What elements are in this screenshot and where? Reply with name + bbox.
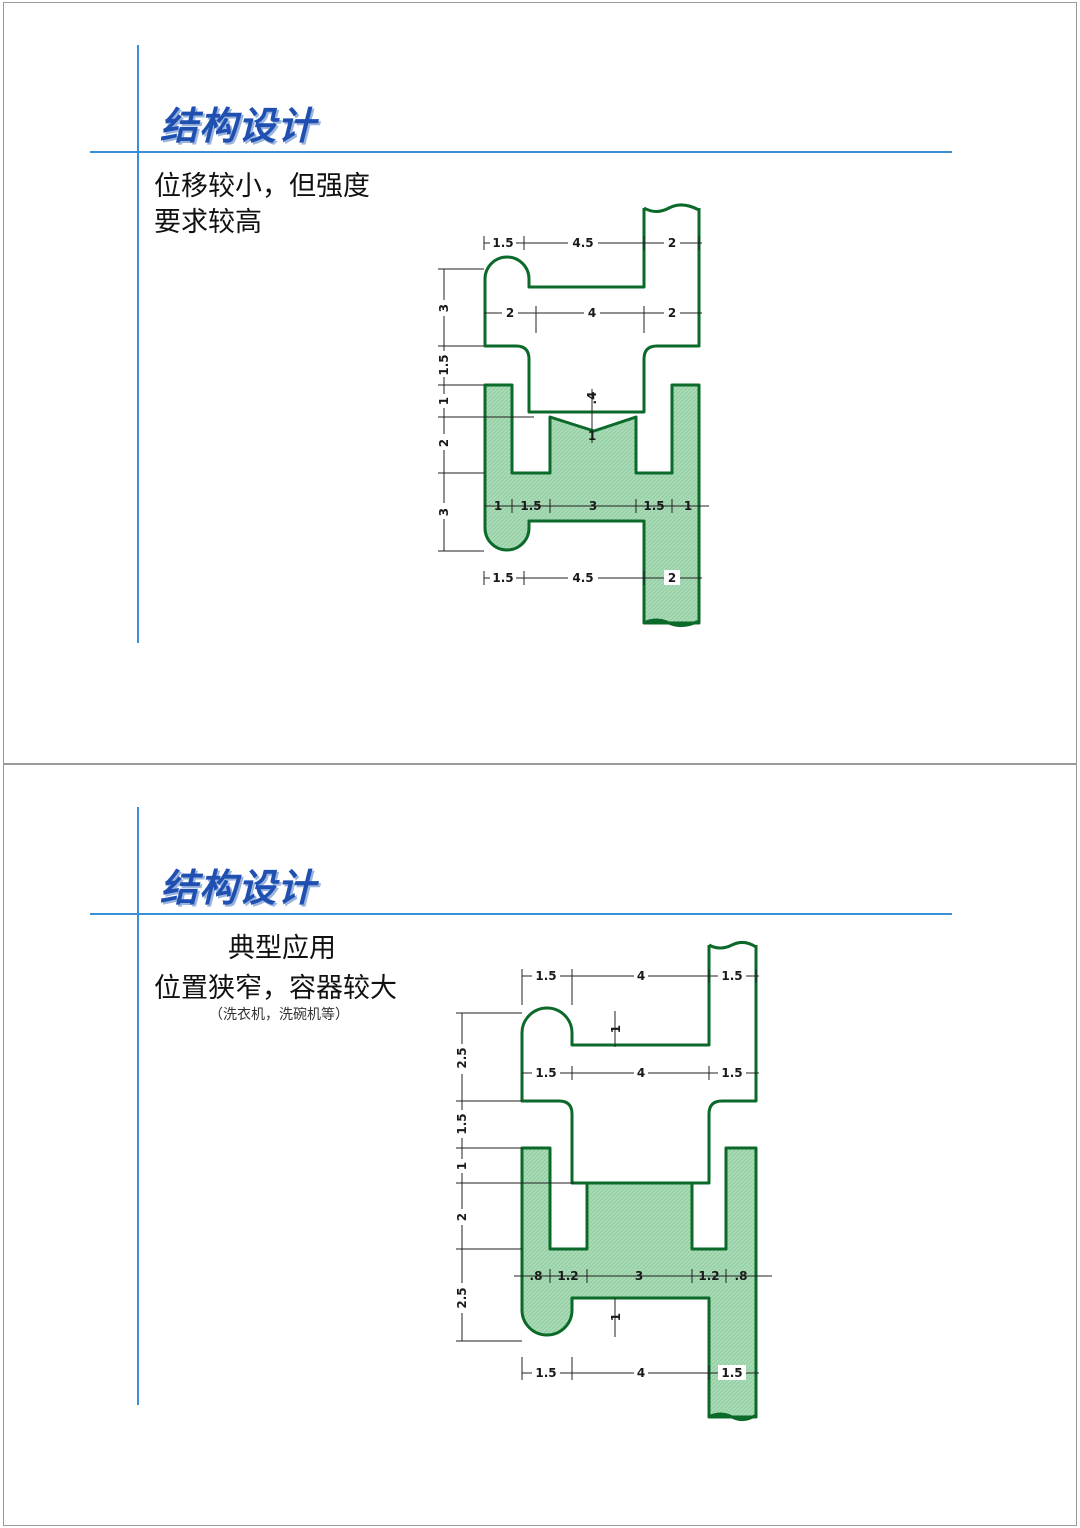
slide-1-text-line-2: 要求较高 — [154, 207, 262, 238]
s1-dim-bot-1-5: 1.5 — [492, 571, 513, 585]
s2-dim-mid-4: 4 — [637, 1066, 645, 1080]
s2-dim-row-1-2b: 1.2 — [698, 1269, 719, 1283]
slide-2: 结构设计 典型应用 位置狭窄，容器较大 （洗衣机，洗碗机等） — [3, 764, 1077, 1526]
slide-1-lower-part — [483, 383, 701, 625]
s2-dim-v-1: 1 — [455, 1162, 469, 1170]
slide-2-lower-part — [520, 1146, 758, 1419]
s1-dim-v-3a: 3 — [437, 304, 451, 312]
s2-dim-row-3: 3 — [635, 1269, 643, 1283]
s2-dim-mid-1-5b: 1.5 — [721, 1066, 742, 1080]
s1-dim-top-4-5: 4.5 — [572, 236, 593, 250]
s2-dim-row-0-8a: .8 — [530, 1269, 543, 1283]
s1-dim-gap: .4 — [585, 392, 599, 405]
slide-2-horizontal-rule — [90, 913, 952, 915]
s1-dim-gap-1: 1 — [588, 429, 596, 443]
slide-1-text-line-1: 位移较小，但强度 — [154, 171, 370, 202]
slide-1-vertical-rule — [137, 45, 139, 643]
s1-dim-v-1-5: 1.5 — [437, 354, 451, 375]
slide-2-upper-part — [520, 945, 758, 1185]
s2-dim-top-1-5a: 1.5 — [535, 969, 556, 983]
s2-dim-bot-4: 4 — [637, 1366, 645, 1380]
s2-dim-row-0-8b: .8 — [735, 1269, 748, 1283]
s2-dim-v-2-5a: 2.5 — [455, 1047, 469, 1068]
s1-dim-row-1b: 1 — [684, 499, 692, 513]
s2-dim-top-1-5b: 1.5 — [721, 969, 742, 983]
s1-dim-row-3: 3 — [589, 499, 597, 513]
slide-2-note: （洗衣机，洗碗机等） — [209, 1007, 349, 1023]
s2-dim-top-4: 4 — [637, 969, 645, 983]
s2-dim-v-2-5b: 2.5 — [455, 1287, 469, 1308]
s2-dim-v-1-bot: 1 — [609, 1313, 623, 1321]
s1-dim-row-1-5a: 1.5 — [520, 499, 541, 513]
slide-2-text-line-2: 位置狭窄，容器较大 — [154, 973, 397, 1004]
slide-1-horizontal-rule — [90, 151, 952, 153]
slide-2-vertical-rule — [137, 807, 139, 1405]
s2-dim-v-1-5: 1.5 — [455, 1113, 469, 1134]
slide-1-lower-break — [643, 618, 700, 628]
s1-dim-v-1: 1 — [437, 397, 451, 405]
slide-2-title: 结构设计 — [160, 866, 317, 910]
s1-dim-v-2: 2 — [437, 439, 451, 447]
slide-2-text-line-1: 典型应用 — [228, 933, 336, 964]
slide-1: 结构设计 位移较小，但强度 要求较高 — [3, 2, 1077, 764]
s2-dim-mid-1-5a: 1.5 — [535, 1066, 556, 1080]
slide-1-title: 结构设计 — [160, 104, 317, 148]
s2-dim-v-1-top: 1 — [609, 1025, 623, 1033]
s1-dim-mid-2b: 2 — [668, 306, 676, 320]
s2-dim-row-1-2a: 1.2 — [557, 1269, 578, 1283]
s1-dim-top-2: 2 — [668, 236, 676, 250]
slide-1-upper-break — [643, 203, 700, 213]
s2-dim-bot-1-5b: 1.5 — [721, 1366, 742, 1380]
s1-dim-row-1a: 1 — [494, 499, 502, 513]
s2-dim-bot-1-5a: 1.5 — [535, 1366, 556, 1380]
slide-2-snap-fit-drawing: 1.5 4 1.5 1 1.5 4 1.5 2.5 1.5 1 2 2.5 .8… — [454, 940, 772, 1422]
s1-dim-top-1-5: 1.5 — [492, 236, 513, 250]
s1-dim-bot-4-5: 4.5 — [572, 571, 593, 585]
slide-1-snap-fit-drawing: 1.5 4.5 2 2 4 2 3 1.5 1 2 3 .4 1 1 1.5 3… — [436, 203, 709, 628]
s1-dim-v-3b: 3 — [437, 508, 451, 516]
s1-dim-row-1-5b: 1.5 — [643, 499, 664, 513]
s1-dim-bot-2: 2 — [668, 571, 676, 585]
s1-dim-mid-4: 4 — [588, 306, 596, 320]
slide-2-upper-break — [708, 940, 757, 950]
s2-dim-v-2: 2 — [455, 1213, 469, 1221]
slide-2-lower-break — [708, 1412, 757, 1422]
s1-dim-mid-2a: 2 — [506, 306, 514, 320]
